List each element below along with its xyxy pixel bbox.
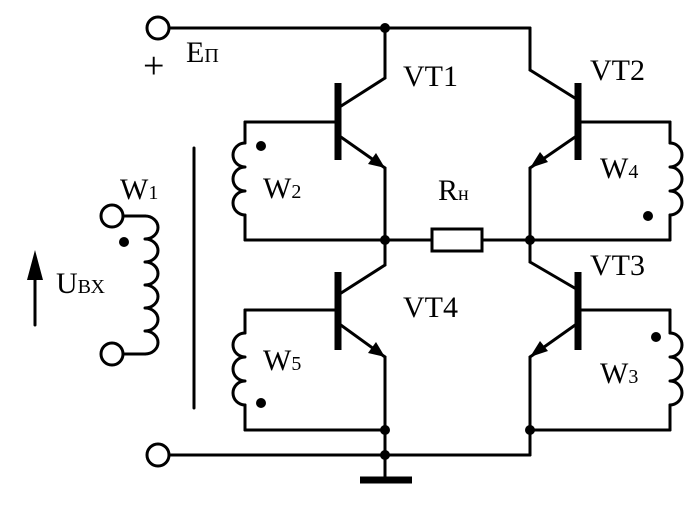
input-arrow [27,250,43,327]
transistor-vt1 [243,76,387,242]
ground-rail [168,428,532,480]
winding-w2 [231,120,387,242]
w3-label: W3 [600,357,638,390]
plus-sign: + [143,45,164,87]
junction-dot [380,425,390,435]
vt3-label: VT3 [590,249,645,282]
winding-w1 [122,214,160,356]
power-terminal[interactable] [145,15,171,41]
winding-w3 [528,308,684,432]
polarity-dot [256,141,266,151]
input-terminal-top[interactable] [99,203,125,229]
vt2-label: VT2 [590,54,645,87]
w5-label: W5 [263,344,301,377]
polarity-dot [119,237,129,247]
polarity-dot [651,332,661,342]
winding-w4 [528,120,684,242]
input-terminal-bottom[interactable] [99,341,125,367]
winding-w5 [231,308,387,432]
load-label: Rн [438,174,469,207]
w2-label: W2 [263,172,301,205]
input-voltage-label: UВХ [56,267,106,300]
load-resistor [383,227,532,253]
vt1-label: VT1 [403,60,458,93]
ground-terminal[interactable] [145,442,171,468]
vt4-label: VT4 [403,291,458,324]
junction-dot [380,23,390,33]
transistor-vt3 [528,238,672,432]
power-label: EП [186,36,219,69]
w4-label: W4 [600,152,638,185]
transistor-vt2 [528,68,672,242]
w1-label: W1 [120,173,158,206]
power-rail [168,26,532,80]
polarity-dot [256,398,266,408]
polarity-dot [643,211,653,221]
junction-dot [525,425,535,435]
